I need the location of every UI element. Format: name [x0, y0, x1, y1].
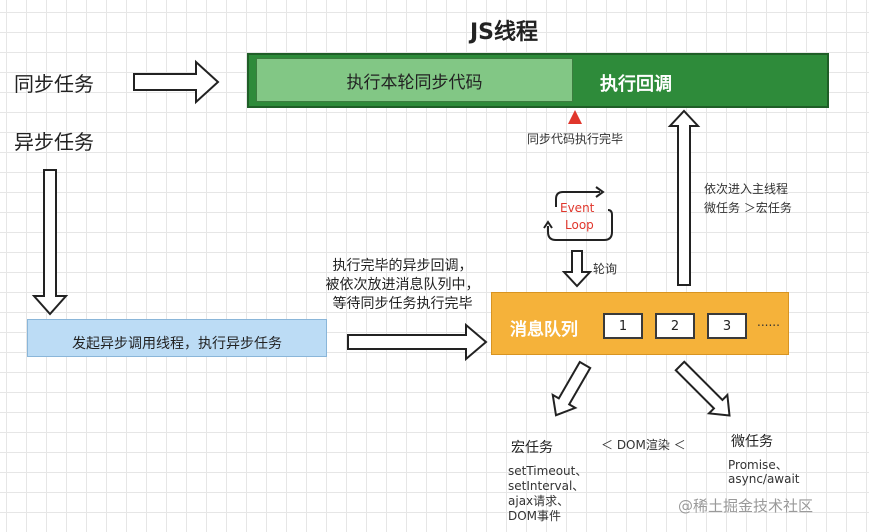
async-tasks-label: 异步任务 [14, 130, 94, 154]
async-down-arrow [31, 169, 69, 316]
sync-done-marker [568, 110, 582, 124]
queue-more: ...... [757, 315, 780, 329]
sync-code-box: 执行本轮同步代码 [256, 58, 573, 102]
queue-slot-2: 2 [655, 313, 695, 339]
sync-arrow [133, 59, 220, 105]
event-loop-icon [543, 186, 613, 241]
event-loop-line1: Event [560, 201, 595, 215]
callback-queue-line1: 执行完毕的异步回调， [332, 258, 473, 274]
micro-task-title: 微任务 [731, 434, 773, 450]
diagram-title: JS线程 [470, 20, 539, 45]
macro-item: DOM事件 [508, 509, 562, 523]
enter-main-line1: 依次进入主线程 [704, 182, 789, 196]
polling-label: 轮询 [593, 262, 618, 276]
to-queue-arrow [347, 322, 488, 362]
watermark: @稀土掘金技术社区 [678, 497, 814, 515]
callback-queue-line3: 等待同步任务执行完毕 [332, 296, 473, 312]
enter-main-line2: 微任务 ＞宏任务 [704, 201, 792, 215]
queue-slot-3: 3 [707, 313, 747, 339]
macro-item: setInterval、 [508, 479, 585, 493]
micro-arrow [674, 360, 731, 417]
queue-slot-1: 1 [603, 313, 643, 339]
sync-done-label: 同步代码执行完毕 [527, 132, 624, 146]
macro-task-title: 宏任务 [511, 440, 553, 456]
callback-queue-line2: 被依次放进消息队列中， [325, 277, 480, 293]
dom-render-label: ＜ DOM渲染 ＜ [601, 438, 686, 452]
macro-item: setTimeout、 [508, 464, 588, 478]
event-loop-line2: Loop [565, 218, 594, 232]
to-callback-arrow [667, 109, 701, 286]
message-queue-label: 消息队列 [510, 320, 578, 340]
macro-item: ajax请求、 [508, 494, 570, 508]
async-thread-box: 发起异步调用线程，执行异步任务 [27, 319, 327, 357]
callback-label: 执行回调 [600, 74, 672, 95]
sync-tasks-label: 同步任务 [14, 72, 94, 96]
polling-arrow [561, 250, 593, 288]
micro-item: async/await [728, 472, 800, 486]
macro-arrow [551, 360, 592, 417]
micro-item: Promise、 [728, 458, 788, 472]
